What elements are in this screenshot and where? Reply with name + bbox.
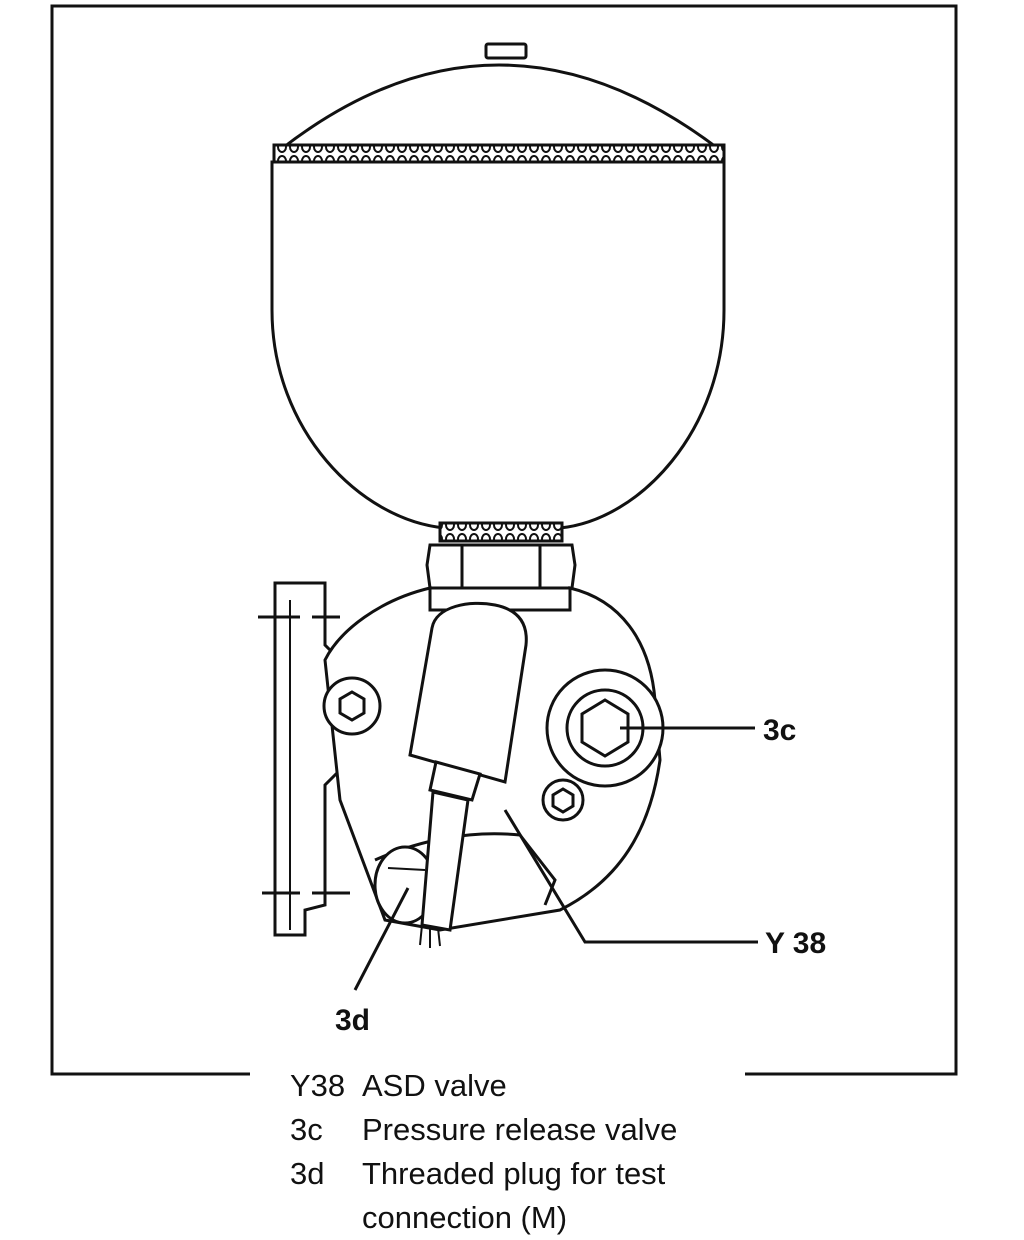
accumulator-top-cap xyxy=(484,42,528,60)
legend-row-y38: Y38 ASD valve xyxy=(290,1064,990,1108)
asd-valve xyxy=(408,601,528,948)
accumulator-neck-knurl xyxy=(438,521,564,543)
legend-text: ASD valve xyxy=(362,1068,507,1103)
left-mounting-bolt xyxy=(322,676,382,736)
centerline-marks xyxy=(258,615,350,895)
callout-y38: Y 38 xyxy=(765,927,826,960)
callout-3d: 3d xyxy=(335,1004,370,1037)
legend-text: Pressure release valve xyxy=(362,1112,678,1147)
legend-code: 3c xyxy=(290,1112,323,1147)
accumulator-dome xyxy=(279,63,721,152)
leader-lines xyxy=(353,726,758,991)
callout-3c: 3c xyxy=(763,714,796,747)
hex-nut xyxy=(425,543,577,590)
pressure-accumulator xyxy=(270,42,726,543)
accumulator-seam-knurl xyxy=(272,143,726,165)
asd-valve-stem xyxy=(420,790,470,932)
asd-valve-solenoid xyxy=(408,601,528,784)
small-bolt xyxy=(541,778,585,822)
legend-row-3d: 3d Threaded plug for test connection (M) xyxy=(290,1152,990,1240)
legend-row-3c: 3c Pressure release valve xyxy=(290,1108,990,1152)
legend: Y38 ASD valve 3c Pressure release valve … xyxy=(290,1064,990,1240)
asd-valve-stem-collar xyxy=(428,760,482,802)
accumulator-body xyxy=(270,160,726,530)
leader-3d xyxy=(353,887,410,991)
legend-code: Y38 xyxy=(290,1068,346,1103)
leader-y38 xyxy=(503,809,758,944)
pressure-release-valve xyxy=(545,668,665,788)
legend-code: 3d xyxy=(290,1156,325,1191)
legend-text: Threaded plug for test connection (M) xyxy=(362,1156,666,1235)
diagram-frame xyxy=(50,4,958,1076)
asd-valve-wires xyxy=(419,924,441,948)
mounting-bracket xyxy=(273,581,342,937)
